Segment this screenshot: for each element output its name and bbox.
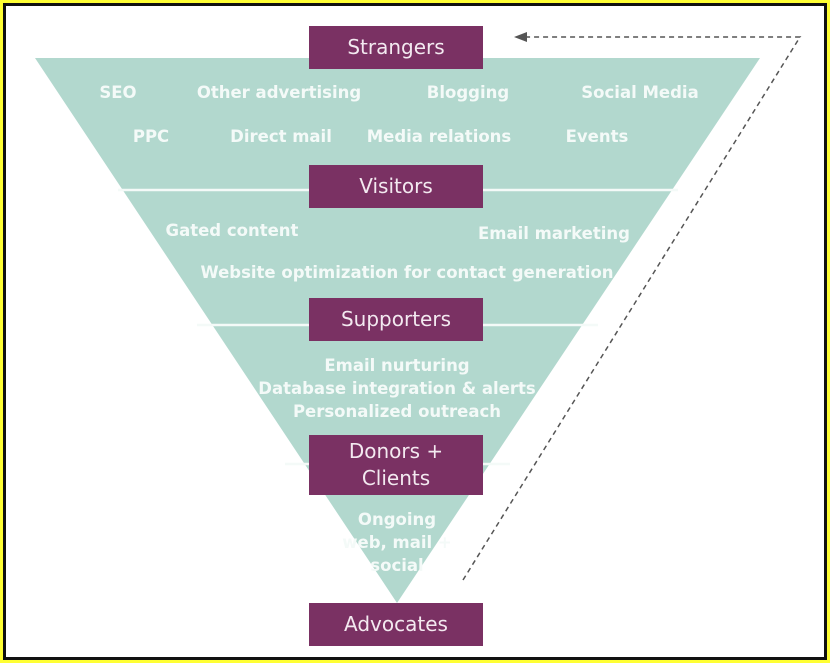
arrowhead-icon — [514, 32, 527, 42]
tactic-personalized-outreach: Personalized outreach — [292, 402, 502, 421]
stage-donors-clients: Donors + Clients — [309, 435, 483, 495]
stage-donors-line1: Donors + — [348, 439, 444, 463]
tactic-media-relations: Media relations — [366, 127, 512, 146]
donors-tactics: Ongoing web, mail + social — [342, 508, 451, 577]
tactic-seo: SEO — [99, 83, 137, 102]
inner-frame — [3, 3, 827, 660]
tactic-social: social — [370, 556, 424, 575]
stage-advocates: Advocates — [309, 603, 483, 646]
tactic-ongoing: Ongoing — [357, 510, 437, 529]
tactic-other-advertising: Other advertising — [196, 83, 362, 102]
tactic-direct-mail: Direct mail — [230, 127, 332, 146]
tactic-website-optimization: Website optimization for contact generat… — [200, 263, 614, 282]
tactic-events: Events — [565, 127, 629, 146]
tactic-gated-content: Gated content — [165, 221, 299, 240]
stage-supporters: Supporters — [309, 298, 483, 341]
tactic-email-nurturing: Email nurturing — [324, 356, 470, 375]
tactic-web-mail: web, mail + — [342, 533, 452, 552]
feedback-arrow — [462, 32, 802, 581]
tactic-database-integration: Database integration & alerts — [258, 379, 536, 398]
stage-strangers: Strangers — [309, 26, 483, 69]
supporters-tactics: Email nurturing Database integration & a… — [258, 354, 535, 423]
tactic-ppc: PPC — [132, 127, 170, 146]
tactic-blogging: Blogging — [426, 83, 510, 102]
tactic-social-media: Social Media — [581, 83, 699, 102]
tactic-email-marketing: Email marketing — [478, 224, 630, 243]
stage-donors-line2: Clients — [361, 466, 431, 490]
stage-visitors: Visitors — [309, 165, 483, 208]
